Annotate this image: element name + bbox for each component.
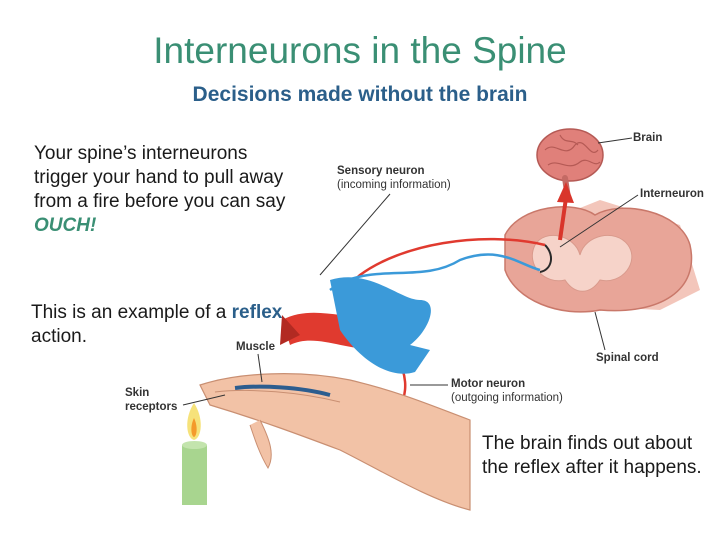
skin-label-2: receptors <box>125 401 178 413</box>
label-sensory-neuron: Sensory neuron (incoming information) <box>337 164 451 192</box>
brain-arrow <box>557 182 574 241</box>
spinal-cord <box>504 200 700 313</box>
sensory-label: Sensory neuron <box>337 165 425 177</box>
reflex-text-before: This is an example of a <box>31 302 232 323</box>
reflex-paragraph: This is an example of a reflex action. <box>31 301 291 349</box>
motor-sublabel: (outgoing information) <box>451 392 563 404</box>
label-spinal-cord: Spinal cord <box>596 352 659 364</box>
page-subtitle: Decisions made without the brain <box>192 83 528 106</box>
candle-illustration <box>182 403 207 505</box>
intro-paragraph: Your spine’s interneurons trigger your h… <box>34 142 304 238</box>
leader-lines <box>182 137 639 406</box>
label-motor-neuron: Motor neuron (outgoing information) <box>451 377 563 405</box>
skin-label: Skin <box>125 387 150 399</box>
intro-text: Your spine’s interneurons trigger your h… <box>34 143 286 212</box>
interneuron-path <box>539 244 552 273</box>
ouch-emphasis: OUCH! <box>34 215 97 236</box>
page-title: Interneurons in the Spine <box>153 30 567 71</box>
brain-illustration <box>536 128 604 201</box>
motor-label: Motor neuron <box>451 378 526 390</box>
brain-finds-out-paragraph: The brain finds out about the reflex aft… <box>482 433 702 478</box>
reflex-text-after: action. <box>31 326 87 347</box>
label-muscle: Muscle <box>236 341 275 353</box>
sensory-sublabel: (incoming information) <box>337 179 451 191</box>
label-skin-receptors: Skin receptors <box>125 386 177 414</box>
label-brain: Brain <box>633 132 663 144</box>
reflex-keyword: reflex <box>231 302 283 323</box>
hand-illustration <box>199 373 471 511</box>
label-interneuron: Interneuron <box>640 188 704 200</box>
